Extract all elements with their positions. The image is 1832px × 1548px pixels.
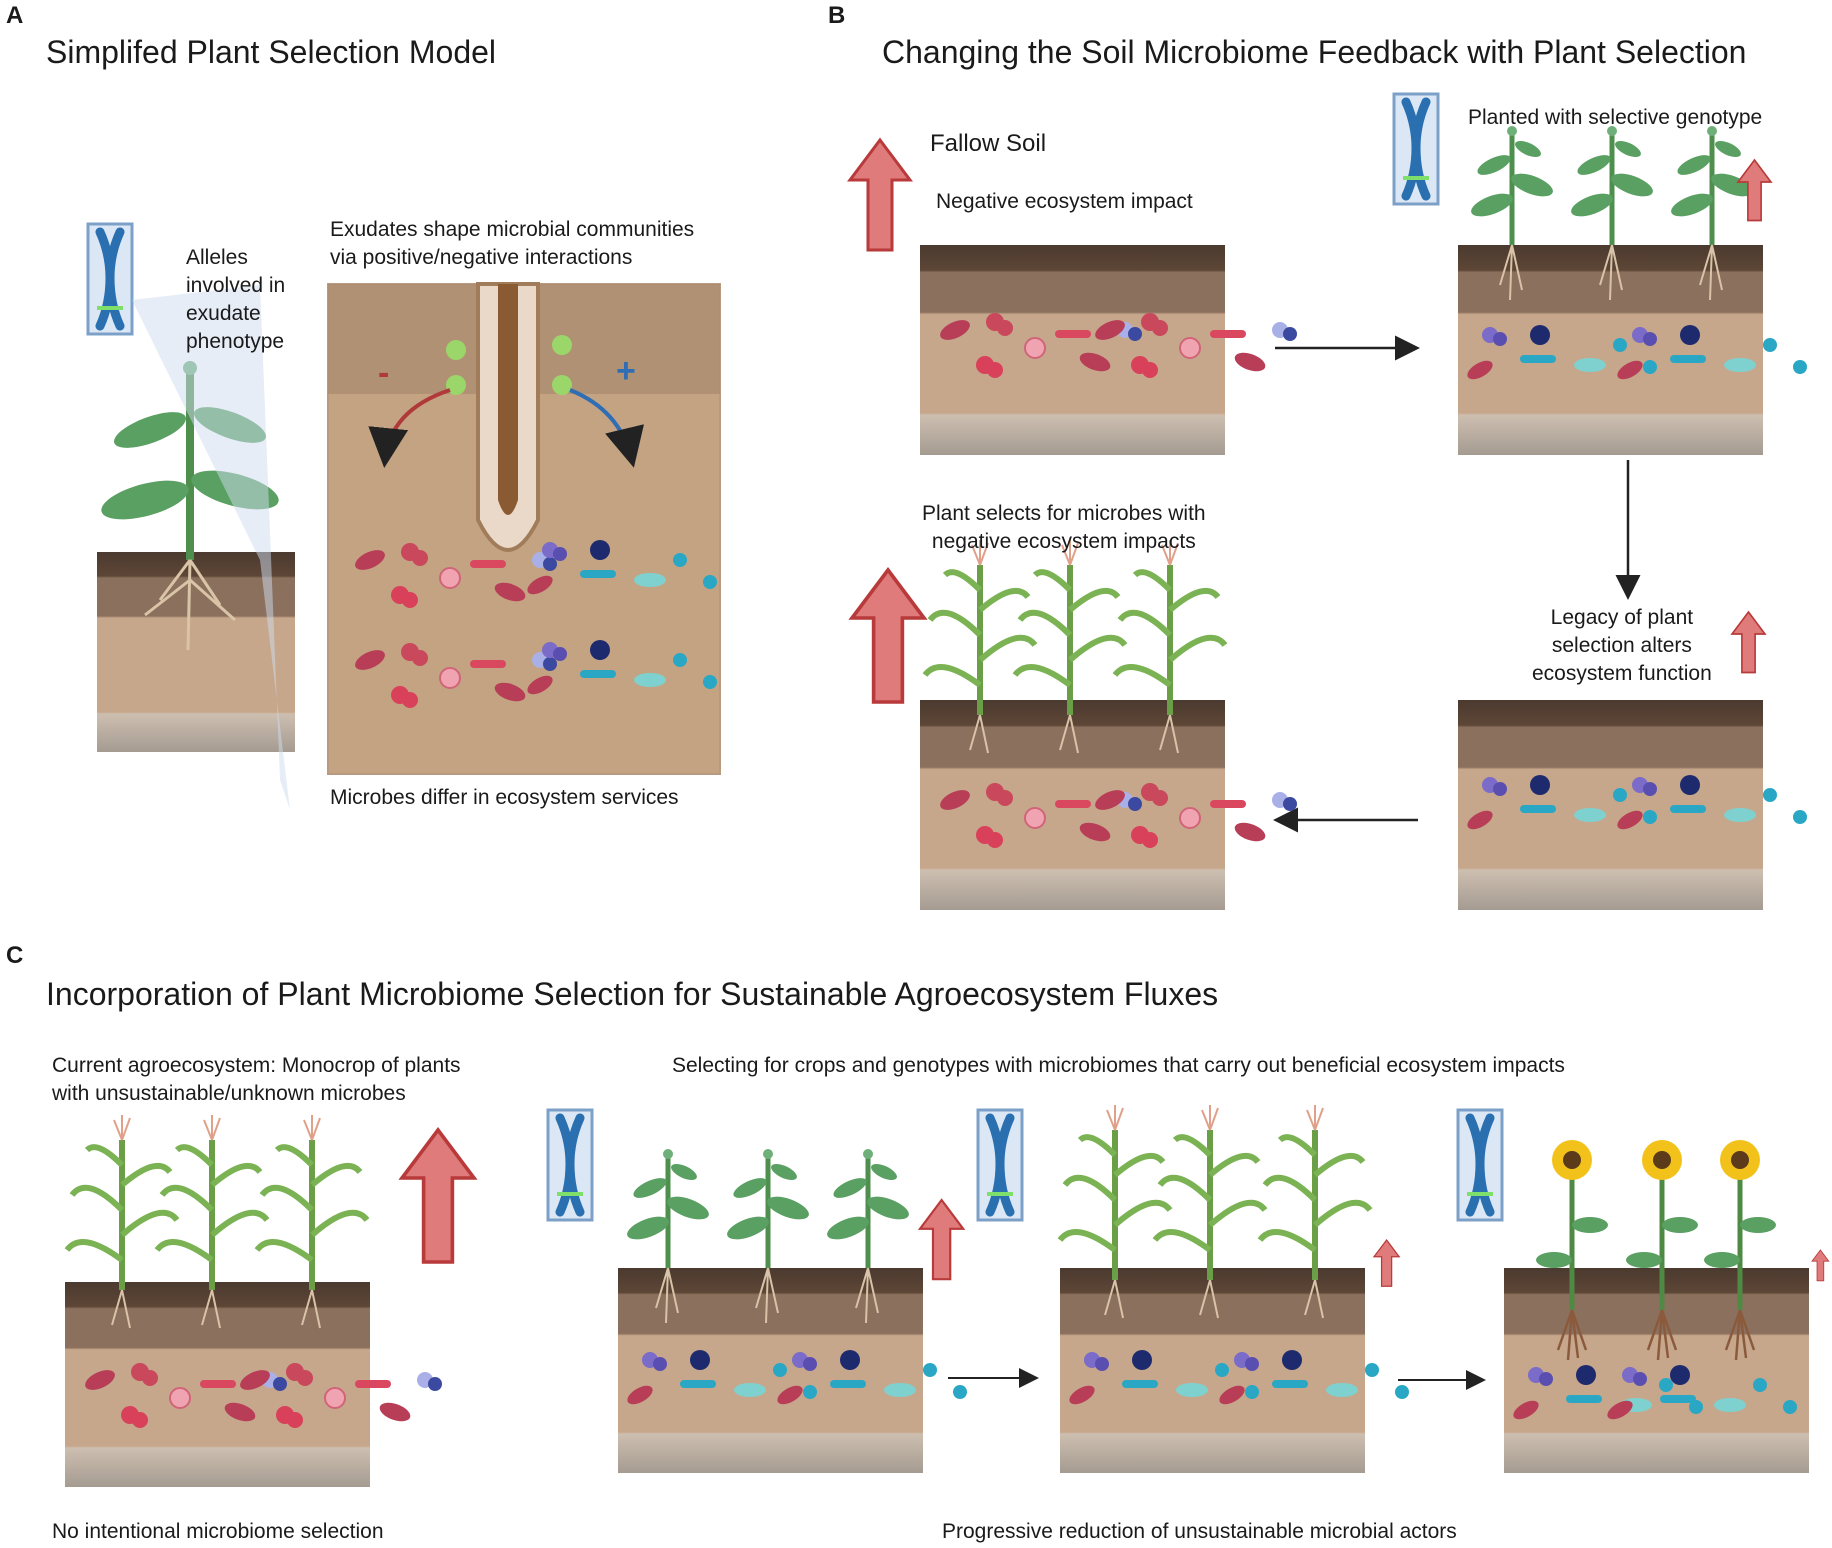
panel-b-letter: B xyxy=(828,2,846,29)
plant-selects-label: Plant selects for microbes with negative… xyxy=(922,502,1206,553)
minus-sign: - xyxy=(378,354,390,392)
panel-a-title: Simplifed Plant Selection Model xyxy=(46,34,497,70)
plus-sign: + xyxy=(616,352,636,390)
chromosome-icon xyxy=(88,224,132,334)
panel-c-title: Incorporation of Plant Microbiome Select… xyxy=(46,976,1219,1012)
alleles-label: Alleles involved in exudate phenotype xyxy=(186,246,286,353)
legacy-label: Legacy of plant selection alters ecosyst… xyxy=(1532,606,1712,685)
no-selection-label: No intentional microbiome selection xyxy=(52,1520,384,1543)
current-agroecosystem-label: Current agroecosystem: Monocrop of plant… xyxy=(52,1054,461,1105)
panel-a-illustration xyxy=(88,224,721,810)
microbes-label: Microbes differ in ecosystem services xyxy=(330,786,679,809)
exudates-label: Exudates shape microbial communities via… xyxy=(330,218,695,269)
panel-a-letter: A xyxy=(6,2,24,29)
panel-b-title: Changing the Soil Microbiome Feedback wi… xyxy=(882,34,1747,70)
panel-b-illustration xyxy=(848,94,1807,910)
panel-c-illustration xyxy=(65,1105,1830,1487)
progressive-reduction-label: Progressive reduction of unsustainable m… xyxy=(942,1520,1457,1543)
selecting-label: Selecting for crops and genotypes with m… xyxy=(672,1054,1565,1077)
impact-arrow-large xyxy=(848,138,912,252)
negative-impact-label: Negative ecosystem impact xyxy=(936,190,1193,213)
planted-label: Planted with selective genotype xyxy=(1468,106,1763,129)
panel-c-letter: C xyxy=(6,942,24,969)
fallow-label: Fallow Soil xyxy=(930,130,1047,157)
